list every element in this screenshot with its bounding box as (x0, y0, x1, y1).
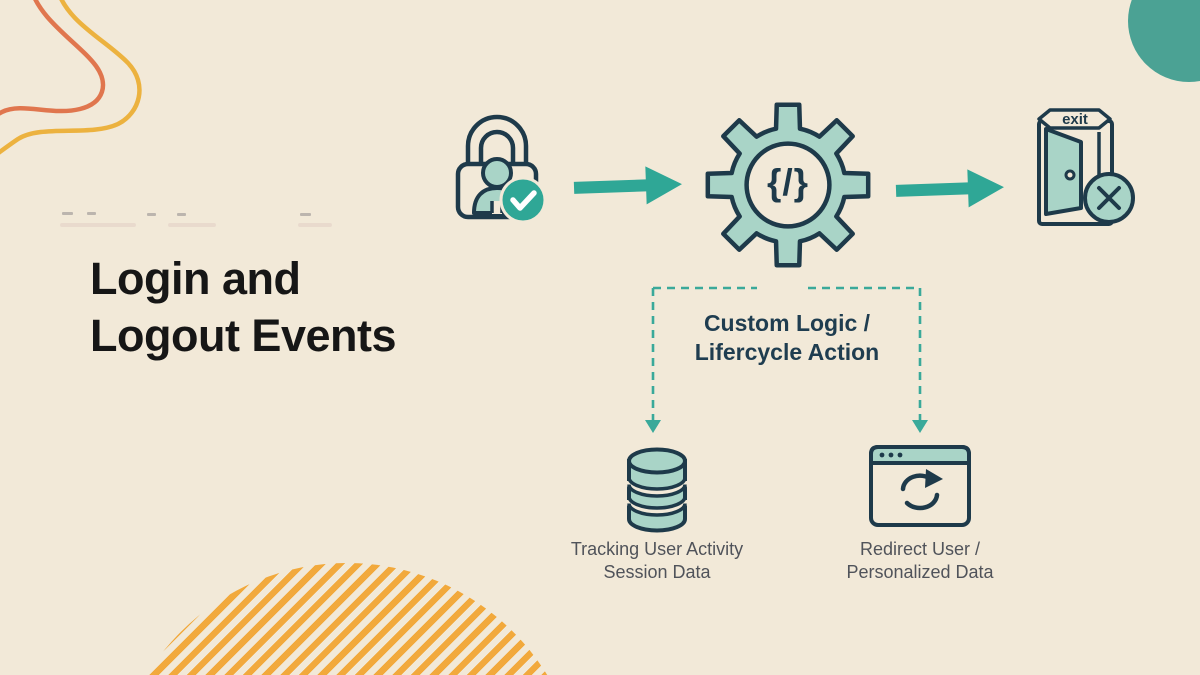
left-branch-caption: Tracking User Activity Session Data (527, 538, 787, 584)
right-branch-caption: Redirect User / Personalized Data (790, 538, 1050, 584)
custom-logic-line-1: Custom Logic / (703, 310, 871, 336)
page-title: Login and Logout Events (90, 250, 397, 364)
right-branch-caption-line-1: Redirect User / (859, 539, 981, 559)
striped-circle-decoration (112, 563, 582, 675)
database-icon (625, 447, 689, 533)
smudge-mark (168, 223, 216, 227)
browser-refresh-icon (869, 445, 971, 527)
smudge-mark (60, 223, 136, 227)
smudge-mark (298, 223, 332, 227)
squiggle-lines-decoration (0, 0, 142, 155)
dashed-branch-connector (645, 286, 928, 433)
smudge-mark (177, 213, 186, 216)
smudge-mark (147, 213, 156, 216)
right-branch-caption-line-2: Personalized Data (846, 562, 994, 582)
arrow-right-icon (573, 166, 682, 205)
smudge-mark (300, 213, 311, 216)
teal-circle-decoration (1128, 0, 1200, 82)
arrow-right-icon (895, 169, 1004, 208)
smudge-mark (62, 212, 73, 215)
custom-logic-label: Custom Logic / Lifercycle Action (637, 309, 937, 367)
custom-logic-line-2: Lifercycle Action (694, 339, 880, 365)
title-line-1: Login and (90, 253, 301, 304)
code-braces-label: {/} (766, 162, 810, 203)
left-branch-caption-line-1: Tracking User Activity (570, 539, 744, 559)
exit-door-icon: exit (1037, 108, 1135, 226)
exit-sign-label: exit (1062, 111, 1088, 128)
smudge-mark (87, 212, 96, 215)
lock-user-check-icon (455, 114, 547, 224)
left-branch-caption-line-2: Session Data (603, 562, 711, 582)
title-line-2: Logout Events (90, 310, 397, 361)
gear-code-icon (705, 102, 871, 268)
